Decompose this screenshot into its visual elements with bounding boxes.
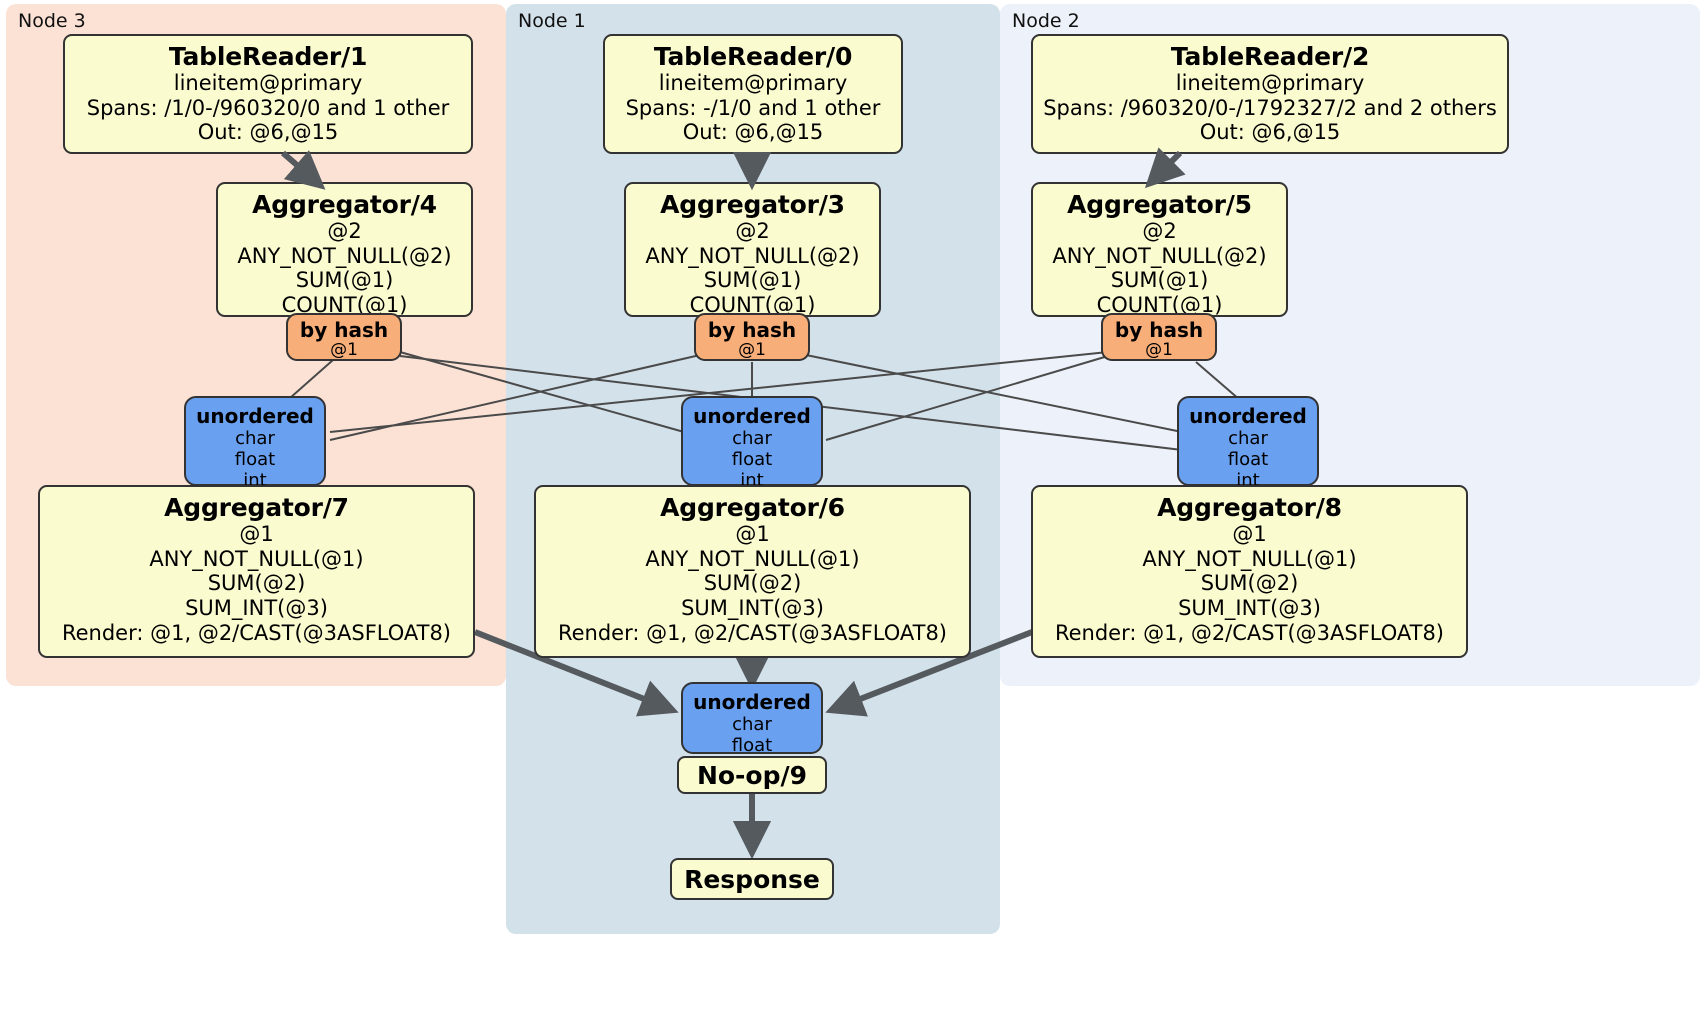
hash-router-column: @1 (330, 340, 358, 360)
table-reader-out: Out: @6,@15 (682, 120, 824, 145)
response-label: Response (684, 864, 820, 894)
table-reader-title: TableReader/1 (168, 42, 368, 71)
aggregator-func-3: SUM_INT(@3) (1178, 595, 1321, 620)
aggregator-func-2: SUM(@2) (703, 571, 802, 596)
aggregator-func-1: ANY_NOT_NULL(@1) (1142, 546, 1357, 571)
table-reader-out: Out: @6,@15 (197, 120, 339, 145)
aggregator-func-2: SUM(@1) (1110, 268, 1209, 293)
aggregator-group-col: @2 (735, 219, 770, 244)
aggregator-title: Aggregator/3 (660, 190, 845, 219)
table-reader-spans: Spans: /1/0-/960320/0 and 1 other (86, 95, 450, 120)
aggregator-group-col: @2 (327, 219, 362, 244)
aggregator-func-1: ANY_NOT_NULL(@2) (237, 243, 452, 268)
aggregator-group-col: @2 (1142, 219, 1177, 244)
table-reader-spans: Spans: /960320/0-/1792327/2 and 2 others (1043, 95, 1497, 120)
node-panel-label-node1: Node 1 (518, 10, 586, 32)
aggregator-group-col: @1 (735, 522, 770, 547)
synchronizer-type-2: float (1227, 449, 1269, 471)
aggregator-box-8[interactable]: Aggregator/8 @1 ANY_NOT_NULL(@1) SUM(@2)… (1031, 485, 1468, 658)
table-reader-table: lineitem@primary (173, 71, 363, 96)
aggregator-box-3[interactable]: Aggregator/3 @2 ANY_NOT_NULL(@2) SUM(@1)… (624, 182, 881, 317)
aggregator-func-3: COUNT(@1) (689, 292, 816, 317)
aggregator-func-3: SUM_INT(@3) (185, 595, 328, 620)
synchronizer-type-1: char (235, 428, 275, 449)
synchronizer-box-node2[interactable]: unordered char float int (1177, 396, 1319, 491)
table-reader-box-2[interactable]: TableReader/2 lineitem@primary Spans: /9… (1031, 34, 1509, 154)
synchronizer-type-1: char (732, 428, 772, 449)
node-panel-label-node3: Node 3 (18, 10, 86, 32)
final-synchronizer-type-2: float (731, 735, 773, 757)
synchronizer-box-node3[interactable]: unordered char float int (184, 396, 326, 491)
hash-router-title: by hash (1114, 318, 1204, 342)
noop-label: No-op/9 (696, 760, 808, 790)
table-reader-table: lineitem@primary (1175, 71, 1365, 96)
table-reader-table: lineitem@primary (658, 71, 848, 96)
aggregator-box-7[interactable]: Aggregator/7 @1 ANY_NOT_NULL(@1) SUM(@2)… (38, 485, 475, 658)
aggregator-render: Render: @1, @2/CAST(@3ASFLOAT8) (557, 620, 948, 645)
hash-router-column: @1 (738, 340, 766, 360)
aggregator-title: Aggregator/6 (660, 493, 845, 522)
hash-router-title: by hash (707, 318, 797, 342)
aggregator-func-2: SUM(@1) (703, 268, 802, 293)
table-reader-title: TableReader/0 (653, 42, 853, 71)
table-reader-box-0[interactable]: TableReader/0 lineitem@primary Spans: -/… (603, 34, 903, 154)
synchronizer-box-node1[interactable]: unordered char float int (681, 396, 823, 491)
synchronizer-title: unordered (693, 404, 811, 428)
aggregator-func-3: SUM_INT(@3) (681, 595, 824, 620)
aggregator-render: Render: @1, @2/CAST(@3ASFLOAT8) (61, 620, 452, 645)
aggregator-box-6[interactable]: Aggregator/6 @1 ANY_NOT_NULL(@1) SUM(@2)… (534, 485, 971, 658)
synchronizer-title: unordered (1189, 404, 1307, 428)
aggregator-group-col: @1 (239, 522, 274, 547)
aggregator-func-3: COUNT(@1) (1096, 292, 1223, 317)
table-reader-spans: Spans: -/1/0 and 1 other (625, 95, 881, 120)
synchronizer-title: unordered (196, 404, 314, 428)
aggregator-func-3: COUNT(@1) (281, 292, 408, 317)
noop-box[interactable]: No-op/9 (677, 756, 827, 794)
aggregator-func-2: SUM(@2) (1200, 571, 1299, 596)
hash-router-box-node2[interactable]: by hash @1 (1101, 313, 1217, 361)
aggregator-func-2: SUM(@2) (207, 571, 306, 596)
final-synchronizer-type-1: char (732, 714, 772, 735)
aggregator-func-1: ANY_NOT_NULL(@2) (1052, 243, 1267, 268)
hash-router-box-node1[interactable]: by hash @1 (694, 313, 810, 361)
aggregator-func-1: ANY_NOT_NULL(@2) (645, 243, 860, 268)
hash-router-box-node3[interactable]: by hash @1 (286, 313, 402, 361)
hash-router-title: by hash (299, 318, 389, 342)
final-synchronizer-box[interactable]: unordered char float (681, 682, 823, 757)
aggregator-func-2: SUM(@1) (295, 268, 394, 293)
aggregator-title: Aggregator/7 (164, 493, 349, 522)
aggregator-render: Render: @1, @2/CAST(@3ASFLOAT8) (1054, 620, 1445, 645)
aggregator-func-1: ANY_NOT_NULL(@1) (149, 546, 364, 571)
aggregator-title: Aggregator/8 (1157, 493, 1342, 522)
hash-router-column: @1 (1145, 340, 1173, 360)
synchronizer-type-1: char (1228, 428, 1268, 449)
synchronizer-type-2: float (731, 449, 773, 471)
aggregator-func-1: ANY_NOT_NULL(@1) (645, 546, 860, 571)
table-reader-box-1[interactable]: TableReader/1 lineitem@primary Spans: /1… (63, 34, 473, 154)
final-synchronizer-title: unordered (693, 690, 811, 714)
aggregator-group-col: @1 (1232, 522, 1267, 547)
table-reader-title: TableReader/2 (1170, 42, 1370, 71)
response-box[interactable]: Response (670, 858, 834, 900)
synchronizer-type-2: float (234, 449, 276, 471)
table-reader-out: Out: @6,@15 (1199, 120, 1341, 145)
aggregator-title: Aggregator/4 (252, 190, 437, 219)
aggregator-title: Aggregator/5 (1067, 190, 1252, 219)
node-panel-label-node2: Node 2 (1012, 10, 1080, 32)
aggregator-box-4[interactable]: Aggregator/4 @2 ANY_NOT_NULL(@2) SUM(@1)… (216, 182, 473, 317)
aggregator-box-5[interactable]: Aggregator/5 @2 ANY_NOT_NULL(@2) SUM(@1)… (1031, 182, 1288, 317)
